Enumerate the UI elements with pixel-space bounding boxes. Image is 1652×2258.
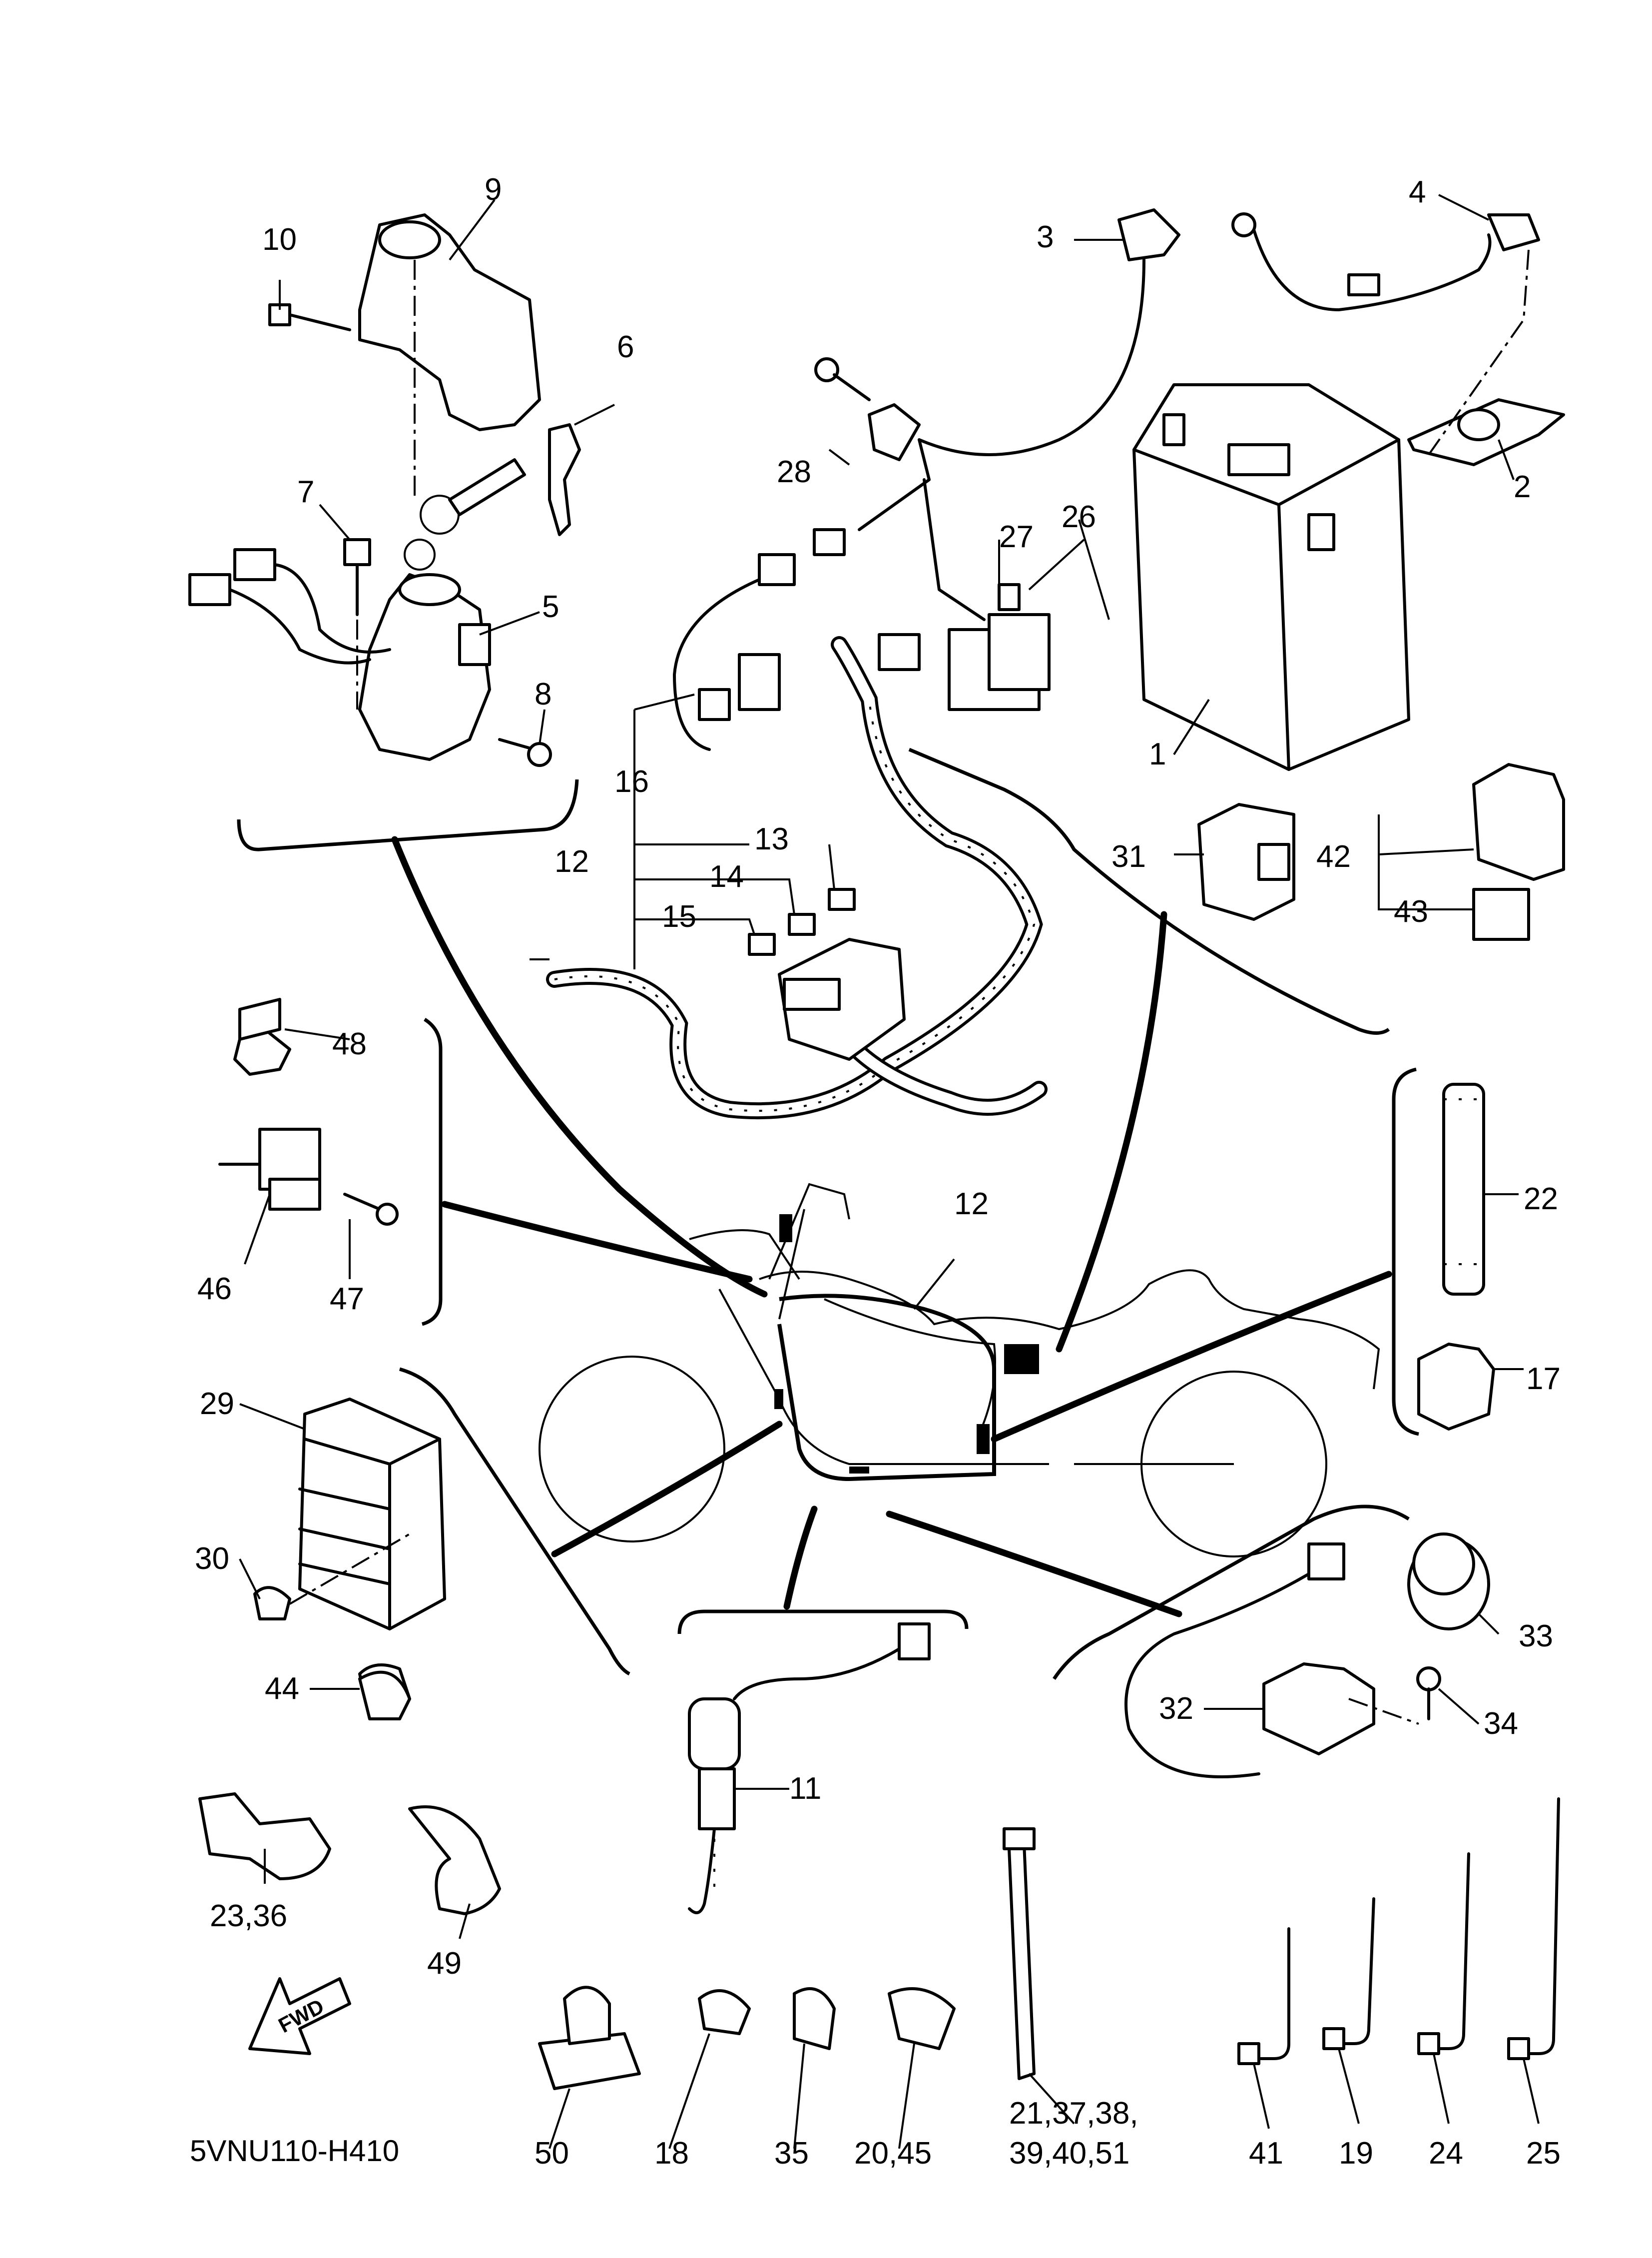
label-47: 47 [330, 1282, 364, 1316]
label-33: 33 [1519, 1619, 1553, 1653]
label-50: 50 [535, 2136, 569, 2171]
label-10: 10 [262, 222, 297, 257]
battery-icon [1132, 212, 1565, 771]
label-32: 32 [1159, 1691, 1193, 1726]
neutral-switch-icon [1124, 1532, 1490, 1778]
clamp-icon [198, 998, 956, 2090]
starter-relay-icon [673, 208, 1180, 751]
label-12-harness: 12 [554, 844, 589, 879]
label-48: 48 [332, 1027, 367, 1061]
label-17: 17 [1526, 1362, 1561, 1396]
label-2: 2 [1514, 470, 1531, 504]
label-30: 30 [195, 1541, 229, 1576]
label-8: 8 [535, 677, 551, 712]
label-3: 3 [1037, 220, 1054, 254]
diagram-code: 5VNU110-H410 [190, 2134, 399, 2168]
label-42: 42 [1316, 839, 1351, 874]
label-4: 4 [1409, 175, 1426, 209]
label-46: 46 [197, 1272, 232, 1306]
label-27: 27 [999, 520, 1034, 554]
label-22: 22 [1524, 1182, 1558, 1216]
label-15: 15 [662, 899, 696, 934]
label-18: 18 [654, 2136, 689, 2171]
label-29: 29 [200, 1387, 234, 1421]
label-20-45: 20,45 [854, 2136, 932, 2171]
label-41: 41 [1249, 2136, 1283, 2171]
label-35: 35 [774, 2136, 809, 2171]
label-16: 16 [614, 764, 649, 799]
wire-harness-icon [530, 633, 1048, 1120]
label-leaders [239, 194, 1540, 2149]
label-24: 24 [1429, 2136, 1463, 2171]
part-labels: 1 2 3 4 5 6 7 8 9 10 11 12 12 13 14 15 1… [195, 172, 1561, 2171]
sensor-icon [218, 1028, 399, 1226]
label-21-series-a: 21,37,38, [1009, 2096, 1138, 2131]
motorcycle-outline-icon [539, 1183, 1380, 1557]
label-11: 11 [789, 1771, 821, 1806]
band-icon [1003, 1797, 1560, 2080]
stay-icon [1417, 1083, 1495, 1431]
label-14: 14 [709, 859, 744, 894]
label-9: 9 [485, 172, 502, 207]
label-44: 44 [265, 1671, 299, 1706]
sidestand-switch-icon [688, 1622, 931, 1914]
label-5: 5 [542, 590, 559, 624]
label-1: 1 [1149, 737, 1166, 771]
bike-harness [774, 1214, 1039, 1482]
label-26: 26 [1062, 500, 1096, 534]
label-12-bike: 12 [954, 1187, 989, 1221]
fwd-arrow-icon: FWD [248, 1977, 351, 2055]
label-19: 19 [1339, 2136, 1373, 2171]
relay-icon [1197, 763, 1565, 941]
label-31: 31 [1111, 839, 1146, 874]
label-7: 7 [297, 475, 314, 509]
rectifier-regulator-icon [253, 1398, 446, 1720]
label-28: 28 [777, 455, 811, 489]
label-43: 43 [1394, 894, 1428, 929]
label-6: 6 [617, 330, 634, 364]
label-21-series-b: 39,40,51 [1009, 2136, 1129, 2171]
label-23-36: 23,36 [210, 1899, 287, 1933]
label-49: 49 [427, 1946, 462, 1981]
label-25: 25 [1526, 2136, 1561, 2171]
callout-frames [237, 748, 1419, 1680]
callout-leaders [391, 836, 1392, 1617]
label-34: 34 [1484, 1706, 1518, 1741]
label-13: 13 [754, 822, 789, 856]
main-switch-icon [188, 213, 581, 767]
